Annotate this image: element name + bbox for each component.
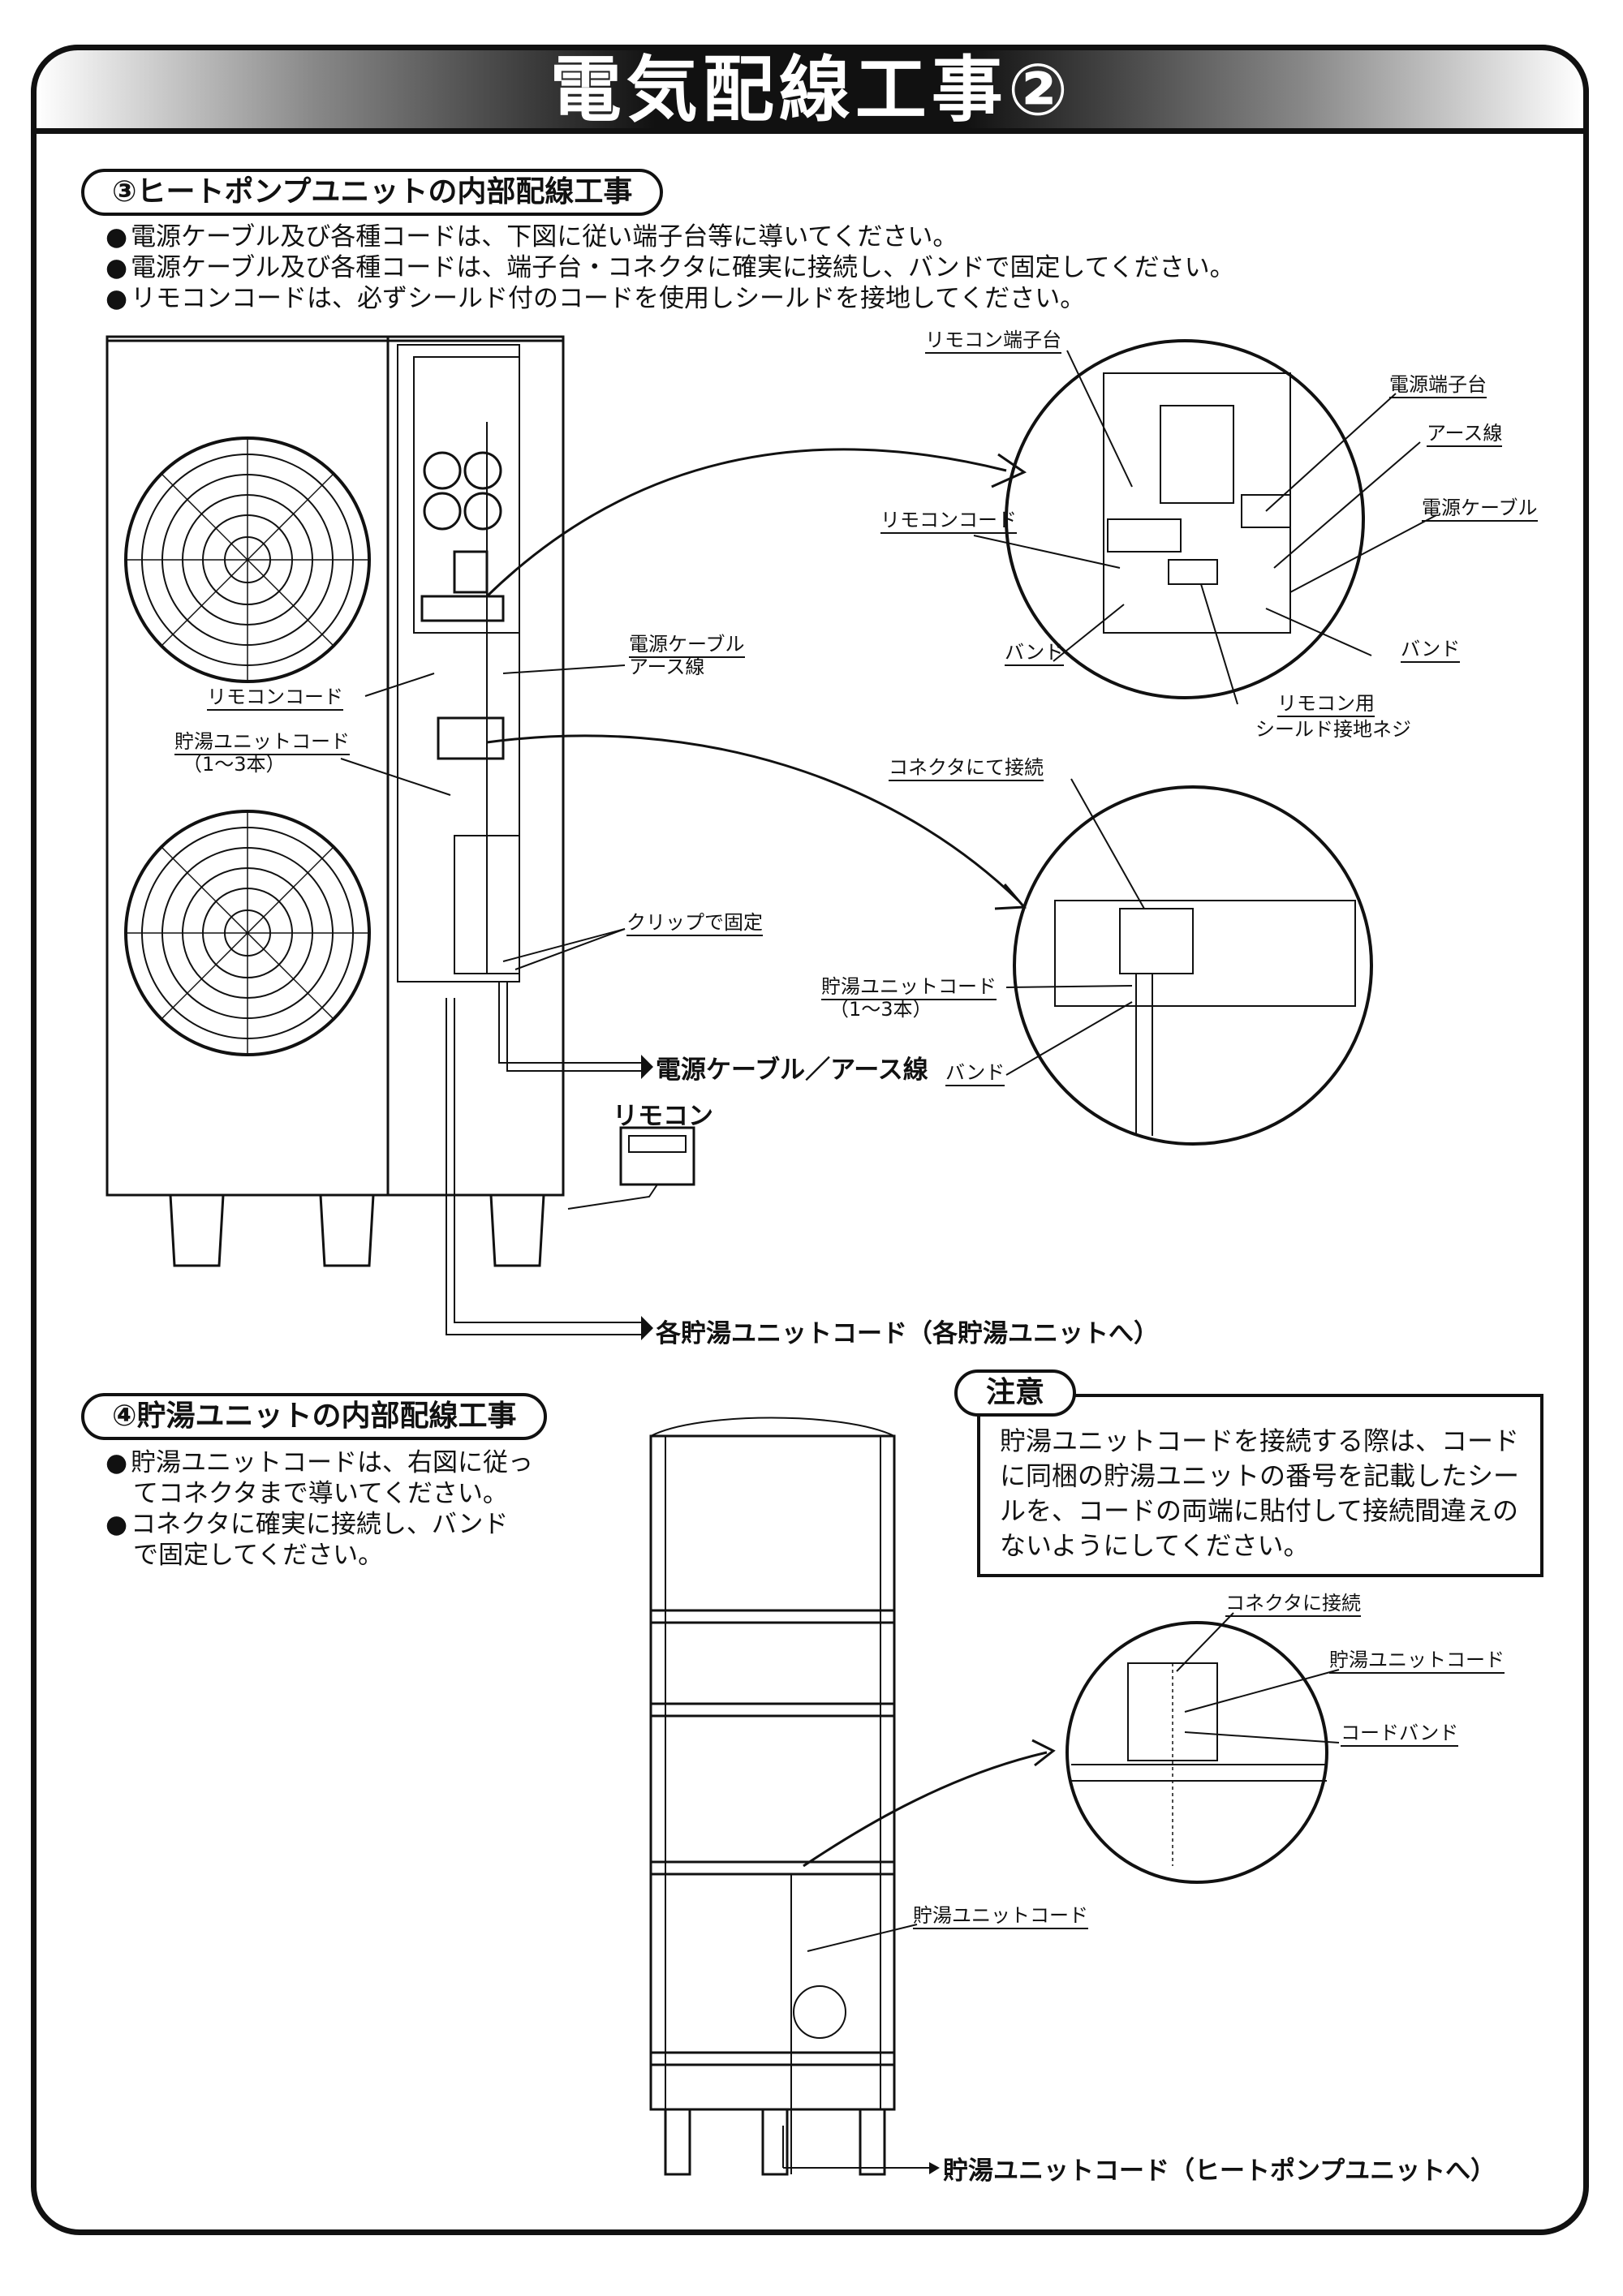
s4-bullet-2b: で固定してください。: [133, 1541, 384, 1570]
caution-text: 貯湯ユニットコードを接続する際は、コードに同梱の貯湯ユニットの番号を記載したシー…: [1000, 1425, 1520, 1561]
label-tank-unit-code-mid-count: （1〜3本）: [829, 998, 932, 1021]
label-each-tank-code: 各貯湯ユニットコード（各貯湯ユニットへ）: [656, 1319, 1159, 1348]
section4-heading: ④貯湯ユニットの内部配線工事: [81, 1393, 548, 1440]
label-shield-screw-2: シールド接地ネジ: [1255, 718, 1411, 741]
bullet-2: 電源ケーブル及び各種コードは、端子台・コネクタに確実に接続し、バンドで固定してく…: [105, 252, 1235, 283]
label-tank-unit-code-count: （1〜3本）: [183, 753, 286, 776]
label-earth-wire: アース線: [1427, 422, 1503, 447]
label-band-right: バンド: [1401, 638, 1461, 663]
label-remocon: リモコン: [613, 1102, 713, 1131]
label-tank-unit-code: 貯湯ユニットコード: [174, 730, 350, 755]
page-title: 電気配線工事②: [549, 48, 1074, 131]
label-power-terminal: 電源端子台: [1389, 373, 1487, 398]
caution-box: [977, 1394, 1543, 1577]
label-tank-unit-code-mid: 貯湯ユニットコード: [821, 975, 997, 1000]
label-shield-screw-1: リモコン用: [1277, 692, 1375, 717]
detail-circle-tank: [1065, 1621, 1328, 1884]
bullet-1: 電源ケーブル及び各種コードは、下図に従い端子台等に導いてください。: [105, 221, 1235, 252]
label-power-cable-1: 電源ケーブル: [629, 633, 745, 658]
label-connector: コネクタにて接続: [889, 756, 1044, 781]
label-to-heatpump: 貯湯ユニットコード（ヒートポンプユニットへ）: [943, 2156, 1496, 2186]
label-power-cable: 電源ケーブル: [1422, 497, 1538, 522]
label-clip-fix: クリップで固定: [626, 911, 763, 936]
label-connector-tank: コネクタに接続: [1225, 1592, 1362, 1617]
s4-bullet-1a: 貯湯ユニットコードは、右図に従っ: [105, 1447, 533, 1478]
detail-circle-top: [1005, 339, 1365, 699]
s4-bullet-2a: コネクタに確実に接続し、バンド: [105, 1509, 533, 1540]
tank-unit-body: [649, 1434, 896, 2111]
label-remocon-code-detail: リモコンコード: [880, 509, 1017, 534]
title-bar: [31, 45, 1589, 134]
bullet-3: リモコンコードは、必ずシールド付のコードを使用しシールドを接地してください。: [105, 283, 1235, 314]
label-remocon-terminal: リモコン端子台: [925, 329, 1061, 354]
label-power-cable-out: 電源ケーブル／アース線: [656, 1056, 928, 1085]
label-band-left: バンド: [1005, 641, 1065, 666]
section4-bullets: 貯湯ユニットコードは、右図に従っ てコネクタまで導いてください。 コネクタに確実…: [105, 1447, 533, 1571]
detail-circle-mid: [1013, 785, 1373, 1146]
label-band-mid: バンド: [945, 1061, 1005, 1086]
label-tank-code: 貯湯ユニットコード: [1329, 1649, 1505, 1674]
section3-bullets: 電源ケーブル及び各種コードは、下図に従い端子台等に導いてください。 電源ケーブル…: [105, 221, 1235, 314]
s4-bullet-1b: てコネクタまで導いてください。: [133, 1479, 508, 1508]
label-earth-wire-1: アース線: [629, 656, 705, 678]
label-code-band: コードバンド: [1341, 1722, 1459, 1747]
label-remocon-code: リモコンコード: [207, 686, 343, 711]
caution-title: 注意: [954, 1369, 1076, 1417]
heatpump-body: [105, 335, 565, 1197]
section3-heading: ③ヒートポンプユニットの内部配線工事: [81, 169, 664, 216]
label-tank-code-2: 貯湯ユニットコード: [913, 1904, 1088, 1929]
